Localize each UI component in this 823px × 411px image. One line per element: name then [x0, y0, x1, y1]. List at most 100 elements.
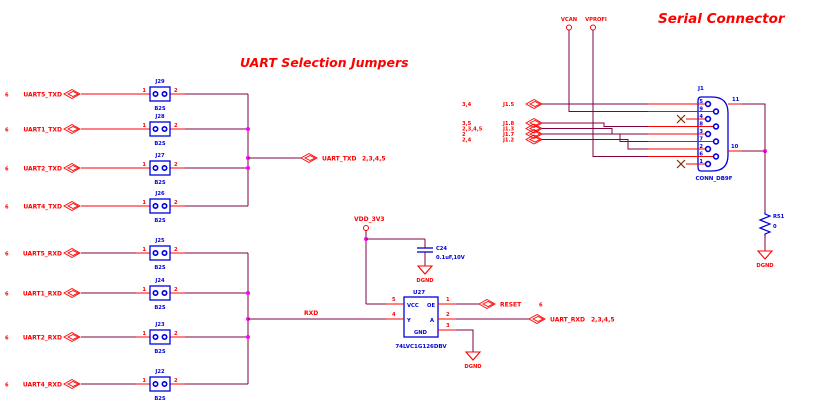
part-name: B2S: [154, 305, 166, 311]
part-name: B2S: [154, 218, 166, 224]
connector-pad: [712, 108, 720, 115]
page-ref: 6: [5, 252, 9, 258]
jumper-row-j22[interactable]: 6 UART4_RXD 1 2 J22 B2S: [5, 369, 249, 402]
pin-number: 1: [142, 88, 146, 94]
jumper-row-j25[interactable]: 6 UART5_RXD 1 2 J25 B2S: [5, 238, 249, 271]
wire: [456, 329, 474, 352]
vprofi-label: VPROFI: [585, 17, 607, 23]
refdes: J28: [154, 114, 165, 120]
net-label: UART4_RXD: [23, 382, 62, 389]
jumper-row-j23[interactable]: 6 UART2_RXD 1 2 J23 B2S: [5, 322, 249, 355]
pin-number: 4: [392, 312, 396, 318]
jumper-row-j24[interactable]: 6 UART1_RXD 1 2 J24 B2S: [5, 278, 249, 311]
jumper-row-j27[interactable]: 6 UART2_TXD 1 2 J27 B2S: [5, 153, 249, 186]
resistor-value: 0: [773, 224, 777, 230]
refdes: U27: [413, 290, 425, 296]
page-ref: 3,4: [462, 102, 472, 108]
j1-net-rows: 3,4 J1.5 3,5 J1.8 2,3,4,5 J1.3 2 J1.7 2,…: [462, 99, 648, 150]
refdes: J26: [154, 191, 165, 197]
pin-number: 3: [446, 323, 450, 329]
junction-dot: [246, 166, 250, 170]
jumper-row-j29[interactable]: 6 UART5_TXD 1 2 J29 B2S: [5, 79, 249, 112]
part-name: B2S: [154, 106, 166, 112]
net-label: J1.5: [502, 102, 515, 108]
net-label: UART2_TXD: [23, 166, 62, 173]
component-body[interactable]: [403, 296, 439, 338]
resistor-r51[interactable]: R51 0: [758, 212, 785, 236]
connector-pad: [712, 138, 720, 145]
pin-number: 2: [174, 88, 178, 94]
net-label: UART2_RXD: [23, 335, 62, 342]
page-ref: 6: [5, 167, 9, 173]
refdes: J24: [154, 278, 165, 284]
net-label: J1.2: [502, 138, 515, 144]
pin-number: 2: [174, 378, 178, 384]
net-label: J1.3: [502, 127, 515, 133]
pin-number: 5: [699, 99, 703, 105]
buffer-u27[interactable]: U27 5 4 1 2 3 VCC Y OE A GND 74LVC1G126D…: [386, 290, 456, 350]
pin-number: 2: [174, 331, 178, 337]
net-label: J1.8: [502, 121, 515, 127]
uart-rxd-pages: 2,3,4,5: [591, 317, 615, 324]
page-ref: 6: [5, 93, 9, 99]
pin-number: 3: [699, 129, 703, 135]
cap-value: 0.1uF,10V: [436, 255, 465, 261]
pin-number: 1: [142, 331, 146, 337]
jumper-row-j26[interactable]: 6 UART4_TXD 1 2 J26 B2S: [5, 191, 249, 224]
page-ref: 6: [5, 383, 9, 389]
part-name: B2S: [154, 265, 166, 271]
pin-name: GND: [414, 330, 428, 336]
reset-page-ref: 6: [539, 303, 543, 309]
part-name: CONN_DB9F: [695, 176, 732, 182]
junction-dot: [246, 335, 250, 339]
net-label: J1.7: [502, 132, 515, 138]
wire: [542, 139, 648, 150]
jumper-section-title: UART Selection Jumpers: [240, 55, 409, 70]
refdes: J25: [154, 238, 165, 244]
wire: [542, 122, 648, 127]
connector-body[interactable]: [697, 96, 729, 172]
jumper-row-j28[interactable]: 6 UART1_TXD 1 2 J28 B2S: [5, 114, 249, 147]
refdes: J22: [154, 369, 165, 375]
net-label: UART5_TXD: [23, 92, 62, 99]
refdes: J27: [154, 153, 165, 159]
page-ref: 6: [5, 205, 9, 211]
part-name: 74LVC1G126DBV: [395, 344, 447, 350]
connector-pad: [712, 153, 720, 160]
net-label: UART5_RXD: [23, 251, 62, 258]
refdes: J29: [154, 79, 165, 85]
wire: [542, 133, 648, 142]
pin-number: 9: [699, 107, 703, 113]
connector-pad: [704, 115, 712, 123]
pin-number: 1: [699, 159, 703, 165]
net-label: UART4_TXD: [23, 204, 62, 211]
page-ref: 2,3,4,5: [462, 127, 483, 133]
pin-number: 11: [732, 97, 740, 103]
dgnd-label: DGND: [464, 364, 482, 370]
pin-number: 2: [174, 123, 178, 129]
junction-dot: [246, 291, 250, 295]
refdes: J23: [154, 322, 165, 328]
pin-number: 1: [142, 200, 146, 206]
pin-number: 1: [142, 378, 146, 384]
pin-name: VCC: [407, 303, 419, 309]
connector-j1[interactable]: J1 5 9 4 8 3 7 2 6 1 11 10 CONN_DB9F: [648, 86, 742, 182]
page-ref: 2: [462, 132, 466, 138]
pin-number: 7: [699, 137, 703, 143]
pin-name: A: [430, 318, 434, 324]
refdes: C24: [436, 246, 447, 252]
net-label: UART1_RXD: [23, 291, 62, 298]
pin-number: 5: [392, 297, 396, 303]
pin-number: 10: [731, 144, 739, 150]
page-ref: 6: [5, 336, 9, 342]
serial-section-title: Serial Connector: [658, 11, 786, 27]
page-ref: 3,5: [462, 121, 472, 127]
pin-number: 2: [446, 312, 450, 318]
wire: [742, 103, 766, 151]
vcan-wire: [568, 30, 648, 112]
rxd-net-label: RXD: [304, 310, 318, 317]
uart-txd-label: UART_TXD: [322, 156, 356, 163]
pin-number: 6: [699, 152, 703, 158]
junction-dot: [246, 127, 250, 131]
pin-number: 1: [142, 123, 146, 129]
